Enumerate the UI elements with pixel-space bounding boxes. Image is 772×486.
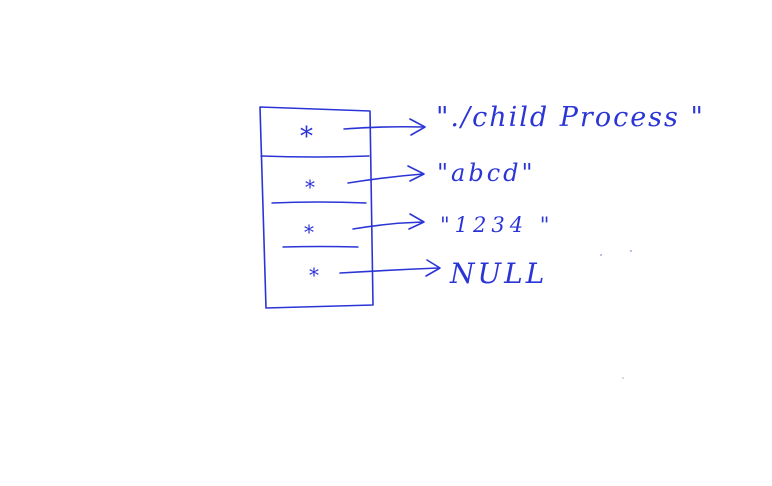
cell-divider-3 <box>282 245 359 248</box>
pointer-targets: "./child Process " "abcd" "1234 " NULL <box>436 102 705 290</box>
target-label-4: NULL <box>449 257 547 290</box>
stray-dot <box>622 377 624 379</box>
cell-2-symbol: * <box>305 175 315 199</box>
stray-dot <box>630 250 632 252</box>
target-label-1: "./child Process " <box>436 102 705 133</box>
cell-4-symbol: * <box>309 263 319 287</box>
arrow-3 <box>352 213 425 230</box>
arrow-2 <box>347 165 425 184</box>
stray-dot <box>600 254 602 256</box>
target-label-2: "abcd" <box>437 159 536 187</box>
cell-divider-2 <box>271 201 367 204</box>
arrow-4 <box>339 259 441 277</box>
pointer-arrows <box>339 118 441 277</box>
cell-3-symbol: * <box>304 220 314 244</box>
target-label-3: "1234 " <box>440 213 554 237</box>
arrow-1 <box>343 118 426 136</box>
pointer-array <box>259 106 374 309</box>
cell-divider-1 <box>260 155 370 158</box>
cell-1-symbol: * <box>300 122 313 152</box>
cell-symbols: * * * * <box>300 122 319 287</box>
array-box-outline <box>259 106 374 309</box>
